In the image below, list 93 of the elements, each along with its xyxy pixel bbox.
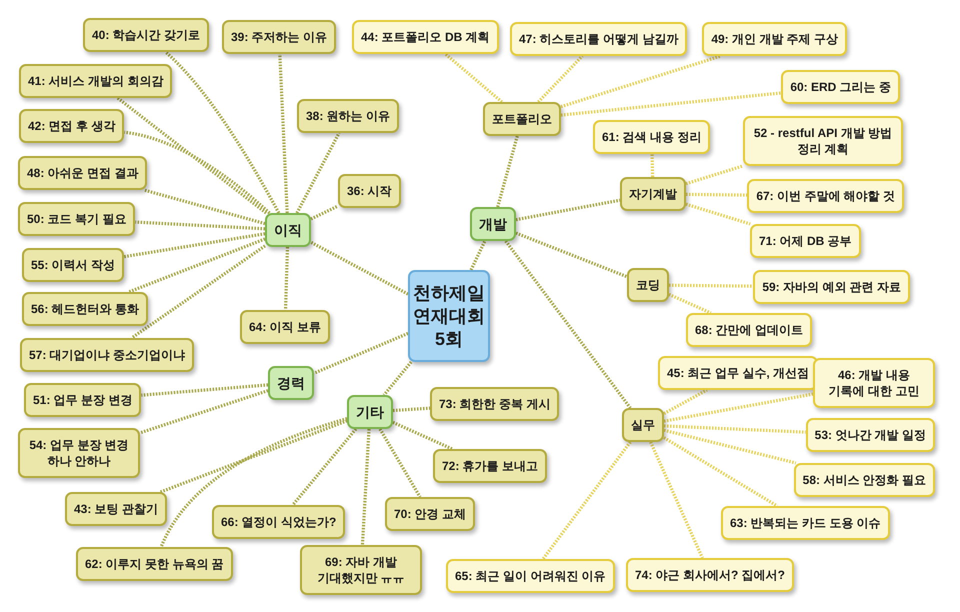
subtopic-box: 51: 업무 분장 변경 xyxy=(24,383,142,417)
subtopic-box: 36: 시작 xyxy=(338,174,401,208)
dotted-connector xyxy=(160,417,348,548)
note-box: 53: 엇나간 개발 일정 xyxy=(806,418,935,452)
subtopic-box: 55: 이력서 작성 xyxy=(22,248,124,282)
subtopic-box: 54: 업무 분장 변경 하나 안하나 xyxy=(18,428,140,478)
dotted-connector xyxy=(278,54,289,214)
subtopic-box: 41: 서비스 개발의 회의감 xyxy=(19,64,172,98)
subtopic-box: 48: 아쉬운 면접 결과 xyxy=(18,156,148,190)
subtopic-box: 69: 자바 개발 기대했지만 ㅠㅠ xyxy=(300,545,422,595)
note-box: 68: 간만에 업데이트 xyxy=(686,313,812,347)
central-topic-box: 천하제일 연재대회 5회 xyxy=(408,270,490,362)
note-box: 58: 서비스 안정화 필요 xyxy=(794,463,935,497)
dotted-connector xyxy=(663,388,708,415)
dotted-connector xyxy=(537,54,584,104)
branch-topic-box: 이직 xyxy=(265,213,311,247)
subtopic-box: 73: 희한한 중복 게시 xyxy=(430,387,560,421)
subtopic-box: 57: 대기업이냐 중소기업이냐 xyxy=(20,338,194,372)
dotted-connector xyxy=(470,240,486,271)
subtopic-box: 코딩 xyxy=(627,268,669,302)
note-box: 47: 히스토리를 어떻게 남길까 xyxy=(510,22,688,56)
subtopic-box: 42: 면접 후 생각 xyxy=(19,109,124,143)
dotted-connector xyxy=(382,360,412,396)
note-box: 45: 최근 업무 실수, 개선점 xyxy=(658,356,818,390)
dotted-connector xyxy=(668,284,754,288)
note-box: 61: 검색 내용 정리 xyxy=(593,120,710,154)
subtopic-box: 64: 이직 보류 xyxy=(240,310,330,344)
subtopic-box: 70: 안경 교체 xyxy=(385,497,476,531)
note-box: 60: ERD 그리는 중 xyxy=(781,70,900,104)
dotted-connector xyxy=(686,164,744,186)
subtopic-box: 40: 학습시간 갖기로 xyxy=(83,18,210,52)
dotted-connector xyxy=(313,332,409,375)
subtopic-box: 72: 휴가를 보내고 xyxy=(433,449,548,483)
dotted-connector xyxy=(143,188,266,226)
dotted-connector xyxy=(296,132,340,214)
dotted-connector xyxy=(664,424,806,434)
dotted-connector xyxy=(292,428,358,506)
note-box: 65: 최근 일이 어려워진 이유 xyxy=(446,559,615,593)
subtopic-box: 39: 주저하는 이유 xyxy=(222,20,336,54)
subtopic-box: 62: 이루지 못한 뉴욕의 꿈 xyxy=(76,547,233,581)
dotted-connector xyxy=(360,428,371,546)
dotted-connector xyxy=(444,52,503,104)
dotted-connector xyxy=(141,383,268,397)
dotted-connector xyxy=(663,436,778,508)
subtopic-box: 50: 코드 복기 필요 xyxy=(18,202,136,236)
dotted-connector xyxy=(124,232,266,258)
dotted-connector xyxy=(116,96,268,214)
dotted-connector xyxy=(124,130,271,214)
dotted-connector xyxy=(560,91,782,117)
note-box: 46: 개발 내용 기록에 대한 고민 xyxy=(813,358,935,408)
dotted-connector xyxy=(516,198,620,222)
note-box: 52 - restful API 개발 방법 정리 계획 xyxy=(743,116,903,166)
subtopic-box: 포트폴리오 xyxy=(483,102,561,136)
dotted-connector xyxy=(130,244,266,340)
dotted-connector xyxy=(668,292,712,314)
dotted-connector xyxy=(310,240,409,296)
dotted-connector xyxy=(140,389,268,434)
note-box: 49: 개인 개발 주제 구상 xyxy=(702,22,847,56)
dotted-connector xyxy=(560,54,722,108)
dotted-connector xyxy=(686,202,751,226)
note-box: 71: 어제 DB 공부 xyxy=(750,224,861,258)
dotted-connector xyxy=(135,220,266,230)
dotted-connector xyxy=(378,428,422,498)
dotted-connector xyxy=(284,246,290,310)
dotted-connector xyxy=(128,237,266,294)
dotted-connector xyxy=(164,50,280,214)
dotted-connector xyxy=(310,204,339,220)
subtopic-box: 38: 원하는 이유 xyxy=(297,99,400,133)
note-box: 74: 야근 회사에서? 집에서? xyxy=(626,558,794,592)
subtopic-box: 자기계발 xyxy=(620,177,686,211)
dotted-connector xyxy=(160,419,348,494)
dotted-connector xyxy=(515,232,628,278)
dotted-connector xyxy=(686,192,748,197)
dotted-connector xyxy=(649,441,704,559)
dotted-connector xyxy=(664,428,796,465)
dotted-connector xyxy=(504,240,632,409)
dotted-connector xyxy=(392,406,430,412)
branch-topic-box: 경력 xyxy=(268,366,314,400)
dotted-connector xyxy=(664,392,814,423)
dotted-connector xyxy=(496,136,519,208)
note-box: 67: 이번 주말에 해야할 것 xyxy=(747,179,904,213)
subtopic-box: 실무 xyxy=(622,408,664,442)
note-box: 59: 자바의 예외 관련 자료 xyxy=(753,270,910,304)
subtopic-box: 43: 보팅 관찰기 xyxy=(65,492,168,526)
subtopic-box: 56: 헤드헌터와 통화 xyxy=(22,292,148,326)
subtopic-box: 66: 열정이 식었는가? xyxy=(212,505,346,539)
note-box: 63: 반복되는 카드 도용 이슈 xyxy=(721,506,890,540)
dotted-connector xyxy=(392,420,453,450)
branch-topic-box: 개발 xyxy=(470,207,516,241)
note-box: 44: 포트폴리오 DB 계획 xyxy=(352,20,499,54)
branch-topic-box: 기타 xyxy=(347,395,393,429)
dotted-connector xyxy=(650,154,654,178)
dotted-connector xyxy=(542,441,632,560)
